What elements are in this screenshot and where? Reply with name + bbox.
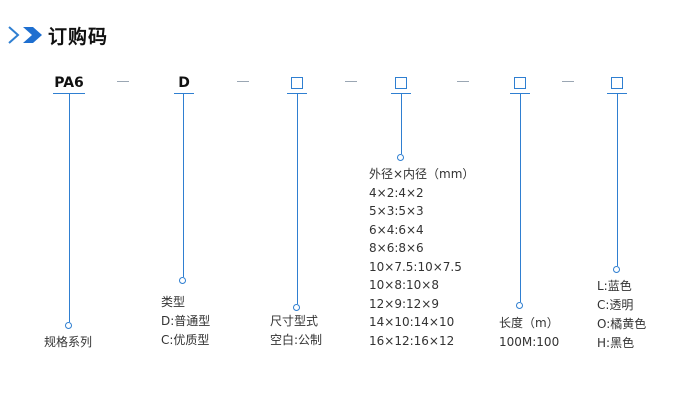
code-underline bbox=[287, 93, 307, 94]
separator-dash bbox=[237, 81, 249, 82]
code-length-box bbox=[514, 77, 526, 89]
connector-dot bbox=[613, 266, 620, 273]
color-description: L:蓝色 C:透明 O:橘黄色 H:黑色 bbox=[597, 277, 646, 353]
color-option: L:蓝色 bbox=[597, 279, 632, 293]
color-option: O:橘黄色 bbox=[597, 317, 647, 331]
diameter-description: 外径×内径（mm） 4×2:4×2 5×3:5×3 6×4:6×4 8×6:8×… bbox=[369, 165, 474, 350]
separator-dash bbox=[562, 81, 574, 82]
connector-dot bbox=[293, 304, 300, 311]
section-header: 订购码 bbox=[6, 22, 108, 48]
code-size-box bbox=[291, 77, 303, 89]
connector-dot bbox=[179, 277, 186, 284]
connector-line bbox=[183, 94, 184, 277]
diameter-option: 10×7.5:10×7.5 bbox=[369, 259, 462, 274]
code-underline bbox=[391, 93, 411, 94]
length-option: 100M:100 bbox=[499, 335, 560, 349]
size-option: 空白:公制 bbox=[270, 333, 323, 347]
code-underline bbox=[607, 93, 627, 94]
diameter-option: 8×6:8×6 bbox=[369, 241, 424, 255]
code-type: D bbox=[178, 75, 190, 91]
section-title: 订购码 bbox=[48, 25, 109, 48]
code-diameter-box bbox=[395, 77, 407, 89]
type-option: C:优质型 bbox=[161, 333, 210, 347]
connector-dot bbox=[516, 302, 523, 309]
size-heading: 尺寸型式 bbox=[270, 314, 319, 328]
diameter-option: 14×10:14×10 bbox=[369, 315, 455, 329]
connector-dot bbox=[397, 154, 404, 161]
double-chevron-right-icon bbox=[8, 26, 42, 44]
series-label: 规格系列 bbox=[44, 335, 93, 349]
diameter-option: 6×4:6×4 bbox=[369, 222, 424, 237]
code-underline bbox=[174, 93, 194, 94]
connector-line bbox=[297, 94, 298, 304]
connector-line bbox=[401, 94, 402, 154]
code-underline bbox=[510, 93, 530, 94]
color-option: H:黑色 bbox=[597, 336, 635, 350]
separator-dash bbox=[345, 81, 357, 82]
code-pa6: PA6 bbox=[54, 75, 84, 91]
color-option: C:透明 bbox=[597, 298, 634, 312]
length-description: 长度（m） 100M:100 bbox=[499, 314, 559, 352]
code-underline bbox=[53, 93, 85, 94]
connector-line bbox=[617, 94, 618, 266]
diameter-option: 12×9:12×9 bbox=[369, 296, 439, 311]
connector-line bbox=[69, 94, 70, 322]
separator-dash bbox=[117, 81, 129, 82]
connector-line bbox=[520, 94, 521, 302]
type-option: D:普通型 bbox=[161, 314, 211, 328]
separator-dash bbox=[457, 81, 469, 82]
diameter-heading: 外径×内径（mm） bbox=[369, 167, 475, 181]
length-heading: 长度（m） bbox=[499, 316, 559, 330]
diameter-option: 10×8:10×8 bbox=[369, 278, 439, 292]
connector-dot bbox=[65, 322, 72, 329]
type-description: 类型 D:普通型 C:优质型 bbox=[161, 293, 210, 350]
size-description: 尺寸型式 空白:公制 bbox=[270, 312, 322, 350]
diameter-option: 5×3:5×3 bbox=[369, 204, 424, 218]
diameter-option: 4×2:4×2 bbox=[369, 185, 424, 200]
diameter-option: 16×12:16×12 bbox=[369, 333, 455, 348]
code-color-box bbox=[611, 77, 623, 89]
type-heading: 类型 bbox=[161, 295, 186, 309]
